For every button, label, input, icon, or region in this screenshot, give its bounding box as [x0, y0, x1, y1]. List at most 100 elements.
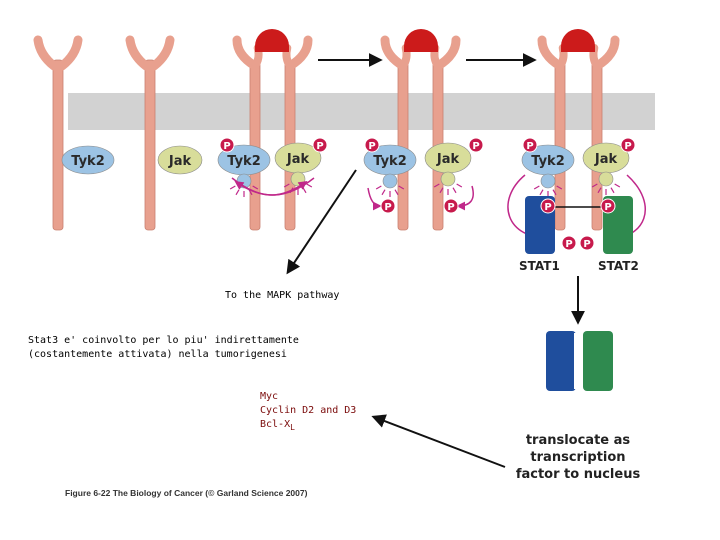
phosphate-label: P — [472, 141, 479, 152]
phosphate-circle — [579, 235, 595, 251]
ligand-base — [255, 46, 289, 52]
tyk2-kinase-lobe — [382, 173, 398, 189]
stat1-label: STAT1 — [519, 259, 560, 273]
phosphate-circle — [364, 137, 380, 153]
activation-spark — [229, 185, 236, 190]
mapk-note: To the MAPK pathway — [225, 290, 340, 301]
phosphate-label: P — [604, 202, 611, 213]
figure-caption: Figure 6-22 The Biology of Cancer (© Gar… — [65, 488, 308, 498]
receptor-arm — [232, 35, 260, 71]
nuclear-stat1-stripe — [574, 333, 578, 389]
phosphate-label: P — [223, 141, 230, 152]
phosphate-circle — [380, 198, 396, 214]
target-cyclin: Cyclin D2 and D3 — [260, 405, 357, 416]
mapk-arrow — [286, 169, 357, 275]
phosphate-label: P — [384, 202, 391, 213]
activation-spark — [597, 187, 602, 194]
phosphate-label: P — [544, 202, 551, 213]
phosphate-label: P — [624, 141, 631, 152]
receptor-arm — [433, 35, 461, 71]
tyk2-kinase — [61, 145, 115, 175]
activation-spark — [552, 189, 557, 196]
activation-spark — [306, 183, 313, 188]
stat3-note-line-1: Stat3 e' coinvolto per lo piu' indiretta… — [28, 335, 299, 346]
receptor-arm — [125, 35, 151, 71]
translocate-line-2: transcription — [530, 450, 625, 465]
activation-spark — [456, 183, 463, 188]
activation-spark — [252, 185, 259, 190]
target-bcl-text: Bcl-X — [260, 419, 291, 430]
translocate-line-3: factor to nucleus — [516, 467, 641, 482]
target-bcl-subscript: L — [290, 423, 295, 432]
jak-kinase-label: Jak — [436, 152, 460, 167]
ligand — [255, 29, 289, 46]
target-myc: Myc — [260, 391, 279, 402]
activation-spark — [533, 185, 540, 190]
phosphate-circle — [540, 198, 556, 214]
receptor-arm — [380, 35, 408, 71]
phosphate-circle — [468, 137, 484, 153]
receptor-stalk — [52, 59, 64, 231]
cell-membrane — [68, 93, 655, 130]
nuclear-stat1 — [546, 331, 576, 391]
ligand-base — [404, 46, 438, 52]
receptor-arm — [149, 35, 175, 71]
phospho-arrow-1 — [367, 187, 382, 211]
activation-spark — [610, 187, 615, 194]
activation-spark — [302, 187, 307, 194]
activation-spark — [381, 189, 386, 196]
tyk2-kinase-label: Tyk2 — [373, 154, 407, 169]
activation-spark — [235, 189, 240, 196]
phospho-arrow-2 — [456, 185, 474, 211]
receptor-arm — [537, 35, 565, 71]
jak-kinase-lobe — [440, 171, 456, 187]
translocate-line-1: translocate as — [526, 433, 631, 448]
phosphate-circle — [522, 137, 538, 153]
jak-kinase-label: Jak — [286, 152, 310, 167]
cross-arrow-2 — [234, 177, 315, 196]
target-bcl: Bcl-XL — [260, 418, 295, 434]
phosphate-label: P — [565, 239, 572, 250]
jak-kinase — [157, 145, 203, 175]
tyk2-kinase-lobe — [540, 173, 556, 189]
receptor-arm — [592, 35, 620, 71]
ligand-group — [255, 29, 595, 52]
jak-kinase-label: Jak — [168, 154, 192, 169]
phosphate-circle — [620, 137, 636, 153]
ligand — [561, 29, 595, 46]
activation-spark — [398, 185, 405, 190]
activation-spark — [394, 189, 399, 196]
phosphate-label: P — [447, 202, 454, 213]
stat2-label: STAT2 — [598, 259, 639, 273]
activation-spark — [433, 183, 440, 188]
receptor-group — [33, 35, 620, 231]
activation-spark — [556, 185, 563, 190]
phosphate-circle — [312, 137, 328, 153]
activation-spark — [614, 183, 621, 188]
activation-spark — [452, 187, 457, 194]
phosphate-circle — [600, 198, 616, 214]
receptor-stalk — [144, 59, 156, 231]
stat3-note-line-2: (costantemente attivata) nella tumorigen… — [28, 349, 287, 360]
activation-spark — [539, 189, 544, 196]
tyk2-kinase-label: Tyk2 — [71, 154, 105, 169]
phosphate-circle — [219, 137, 235, 153]
receptor-arm — [33, 35, 59, 71]
receptor-arm — [57, 35, 83, 71]
phosphate-label: P — [316, 141, 323, 152]
activation-spark — [591, 183, 598, 188]
phosphate-circle — [561, 235, 577, 251]
nuclear-stat2 — [583, 331, 613, 391]
phosphate-label: P — [526, 141, 533, 152]
ligand — [404, 29, 438, 46]
jak-kinase-lobe — [598, 171, 614, 187]
target-genes-arrow — [371, 414, 506, 468]
phosphate-circle — [443, 198, 459, 214]
tyk2-kinase-label: Tyk2 — [227, 154, 261, 169]
jak-kinase-label: Jak — [594, 152, 618, 167]
phosphate-label: P — [368, 141, 375, 152]
phosphate-label: P — [583, 239, 590, 250]
receptor-arm — [285, 35, 313, 71]
